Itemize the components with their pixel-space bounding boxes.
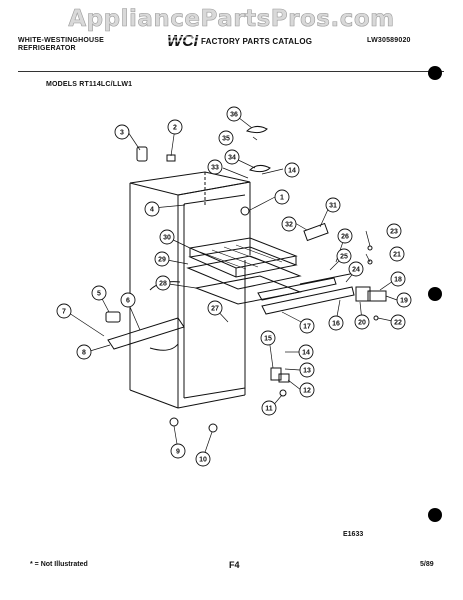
- callout-15: 15: [260, 330, 276, 346]
- svg-text:3: 3: [120, 130, 124, 137]
- svg-text:31: 31: [329, 203, 337, 210]
- svg-text:14: 14: [302, 350, 310, 357]
- callout-13: 13: [299, 362, 315, 378]
- svg-text:16: 16: [332, 321, 340, 328]
- callout-34: 34: [224, 149, 240, 165]
- svg-text:18: 18: [394, 277, 402, 284]
- svg-text:5: 5: [97, 291, 101, 298]
- callout-22: 22: [390, 314, 406, 330]
- callout-36: 36: [226, 106, 242, 122]
- svg-text:2: 2: [173, 125, 177, 132]
- svg-text:14: 14: [288, 168, 296, 175]
- callout-6: 6: [120, 292, 136, 308]
- callout-9: 9: [170, 443, 186, 459]
- trim-rails: [257, 271, 361, 315]
- callout-23: 23: [386, 223, 402, 239]
- svg-text:6: 6: [126, 298, 130, 305]
- callout-26: 26: [337, 228, 353, 244]
- callout-1: 1: [274, 189, 290, 205]
- callout-16: 16: [328, 315, 344, 331]
- figure-code: E1633: [343, 531, 364, 538]
- catalog-title: FACTORY PARTS CATALOG: [201, 37, 313, 46]
- callout-19: 19: [396, 292, 412, 308]
- callout-30: 30: [159, 229, 175, 245]
- svg-text:32: 32: [285, 222, 293, 229]
- callout-21: 21: [389, 246, 405, 262]
- callout-20: 20: [354, 314, 370, 330]
- svg-text:15: 15: [264, 336, 272, 343]
- svg-text:11: 11: [265, 406, 273, 413]
- svg-text:4: 4: [150, 207, 154, 214]
- callout-14a: 14: [298, 344, 314, 360]
- punch-hole-bottom: [428, 508, 442, 522]
- svg-text:28: 28: [159, 281, 167, 288]
- cabinet: [129, 171, 251, 409]
- punch-hole-middle: [428, 287, 442, 301]
- header-rule: [18, 71, 444, 72]
- callout-32: 32: [281, 216, 297, 232]
- svg-text:29: 29: [158, 257, 166, 264]
- watermark: AppliancePartsPros.com: [68, 6, 395, 33]
- callout-5: 5: [91, 285, 107, 301]
- svg-text:10: 10: [199, 457, 207, 464]
- svg-text:25: 25: [340, 254, 348, 261]
- svg-text:20: 20: [358, 320, 366, 327]
- callout-17: 17: [299, 318, 315, 334]
- punch-hole-top: [428, 66, 442, 80]
- callout-10: 10: [195, 451, 211, 467]
- svg-text:17: 17: [303, 324, 311, 331]
- svg-text:30: 30: [163, 235, 171, 242]
- svg-text:24: 24: [352, 267, 360, 274]
- callout-markers: 1 2 3 4 5 6 7 8 9 10 11 12 13 14 14 15 1…: [56, 106, 412, 467]
- callout-28: 28: [155, 275, 171, 291]
- callout-7: 7: [56, 303, 72, 319]
- footer-note: * = Not Illustrated: [30, 561, 88, 568]
- shelf-assembly: [186, 237, 302, 305]
- callout-11: 11: [261, 400, 277, 416]
- svg-text:13: 13: [303, 368, 311, 375]
- brand-line-1: WHITE-WESTINGHOUSE: [18, 37, 105, 44]
- callout-4: 4: [144, 201, 160, 217]
- svg-text:26: 26: [341, 234, 349, 241]
- callout-2: 2: [167, 119, 183, 135]
- svg-text:23: 23: [390, 229, 398, 236]
- callout-12: 12: [299, 382, 315, 398]
- svg-text:21: 21: [393, 252, 401, 259]
- svg-text:34: 34: [228, 155, 236, 162]
- svg-text:33: 33: [211, 165, 219, 172]
- callout-29: 29: [154, 251, 170, 267]
- callout-35: 35: [218, 130, 234, 146]
- svg-text:22: 22: [394, 320, 402, 327]
- small-parts: [105, 125, 387, 433]
- callout-18: 18: [390, 271, 406, 287]
- svg-text:1: 1: [280, 195, 284, 202]
- svg-text:12: 12: [303, 388, 311, 395]
- brand-line-2: REFRIGERATOR: [18, 45, 76, 52]
- callout-27: 27: [207, 300, 223, 316]
- callout-8: 8: [76, 344, 92, 360]
- svg-text:36: 36: [230, 112, 238, 119]
- callout-25: 25: [336, 248, 352, 264]
- callout-24: 24: [348, 261, 364, 277]
- callout-14b: 14: [284, 162, 300, 178]
- footer-date: 5/89: [420, 561, 434, 568]
- callout-33: 33: [207, 159, 223, 175]
- document-number: LW30589020: [367, 37, 411, 44]
- svg-text:8: 8: [82, 350, 86, 357]
- svg-text:19: 19: [400, 298, 408, 305]
- svg-text:35: 35: [222, 136, 230, 143]
- svg-text:7: 7: [62, 309, 66, 316]
- svg-text:9: 9: [176, 449, 180, 456]
- callout-3: 3: [114, 124, 130, 140]
- callout-31: 31: [325, 197, 341, 213]
- svg-text:27: 27: [211, 306, 219, 313]
- wci-logo-icon: WCI: [166, 33, 200, 49]
- models-line: MODELS RT114LC/LLW1: [46, 81, 133, 88]
- page-number: F4: [229, 560, 240, 570]
